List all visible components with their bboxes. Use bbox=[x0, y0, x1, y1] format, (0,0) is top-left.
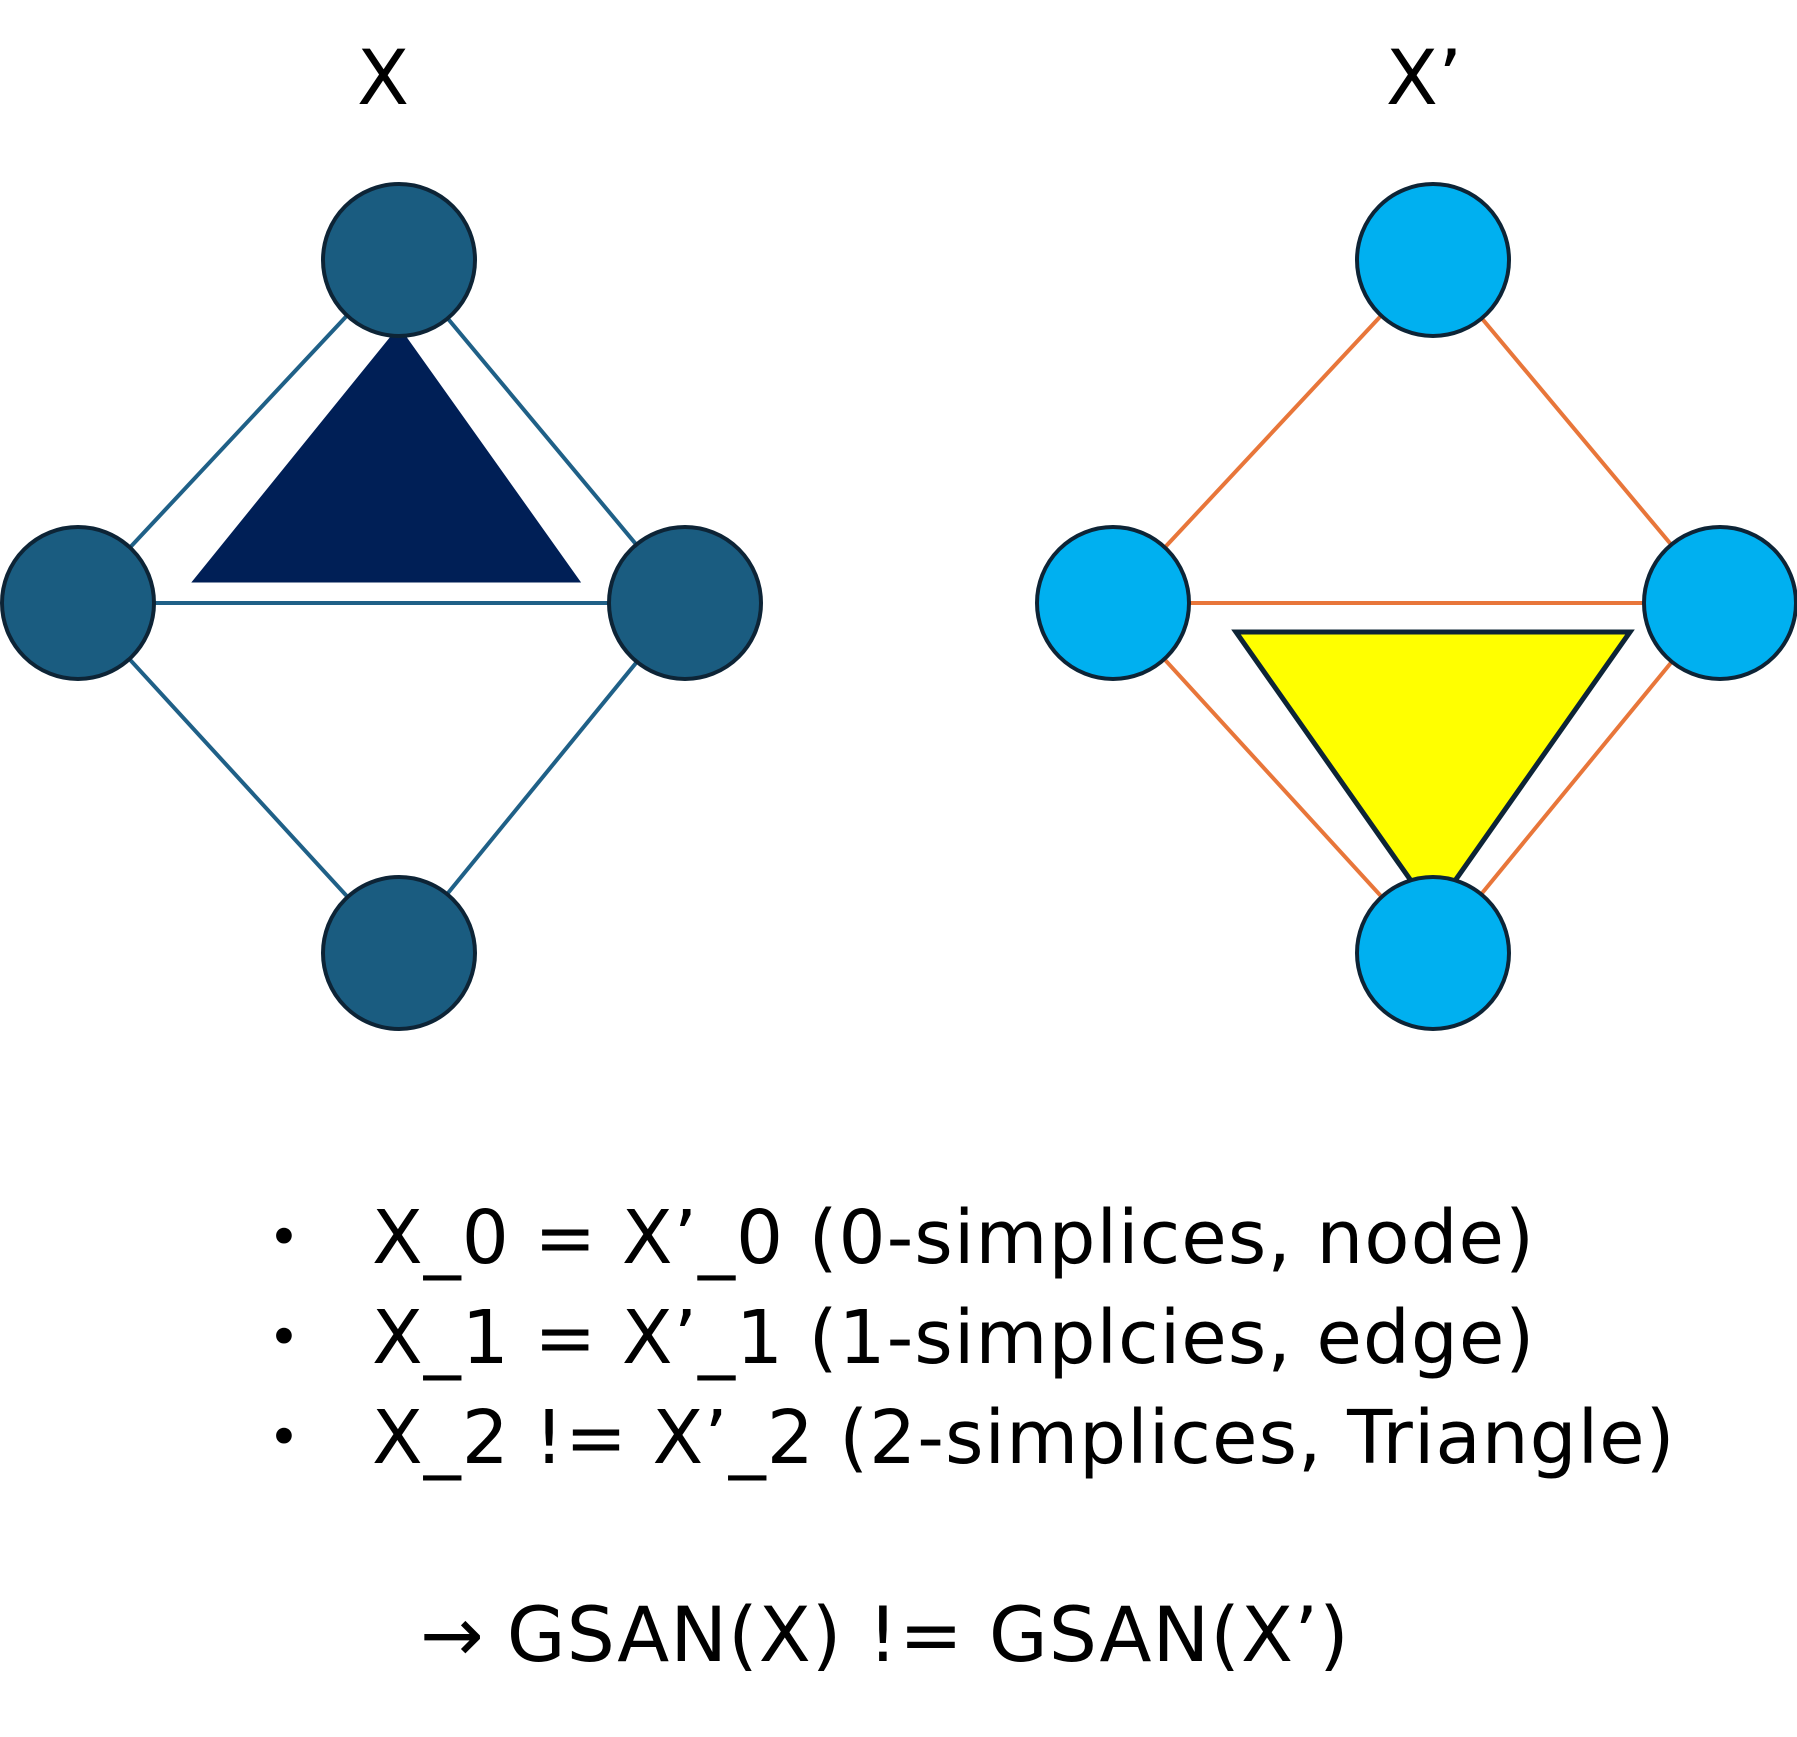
node-x-top bbox=[321, 182, 477, 338]
bullet-icon: • bbox=[268, 1206, 301, 1269]
comparison-item-edges: • X_1 = X’_1 (1-simplcies, edge) bbox=[268, 1288, 1676, 1388]
right-arrow-icon: → bbox=[420, 1590, 485, 1679]
node-xp-bottom bbox=[1355, 875, 1511, 1031]
complex-x: X bbox=[0, 33, 763, 1031]
node-x-right bbox=[607, 525, 763, 681]
conclusion-text: GSAN(X) != GSAN(X’) bbox=[506, 1590, 1350, 1679]
triangle-x-filled bbox=[180, 317, 591, 588]
complex-x-prime-label: X’ bbox=[1386, 33, 1462, 122]
complex-x-label: X bbox=[357, 33, 409, 122]
edge-x-top-left bbox=[76, 258, 401, 605]
complex-x-prime-nodes bbox=[1035, 182, 1797, 1031]
node-x-bottom bbox=[321, 875, 477, 1031]
edge-xp-left-bottom bbox=[1111, 601, 1435, 955]
comparison-text: X_0 = X’_0 (0-simplices, node) bbox=[372, 1195, 1535, 1281]
conclusion-line: →GSAN(X) != GSAN(X’) bbox=[420, 1585, 1350, 1685]
node-x-left bbox=[0, 525, 156, 681]
edge-xp-top-left bbox=[1111, 258, 1435, 605]
comparison-text: X_2 != X’_2 (2-simplices, Triangle) bbox=[372, 1395, 1676, 1481]
comparison-item-nodes: • X_0 = X’_0 (0-simplices, node) bbox=[268, 1188, 1676, 1288]
comparison-item-triangles: • X_2 != X’_2 (2-simplices, Triangle) bbox=[268, 1388, 1676, 1488]
bullet-icon: • bbox=[268, 1406, 301, 1469]
comparison-text: X_1 = X’_1 (1-simplcies, edge) bbox=[372, 1295, 1536, 1381]
bullet-icon: • bbox=[268, 1306, 301, 1369]
complex-x-prime: X’ bbox=[1035, 33, 1797, 1031]
comparison-list: • X_0 = X’_0 (0-simplices, node) • X_1 =… bbox=[268, 1188, 1676, 1488]
node-xp-right bbox=[1642, 525, 1797, 681]
node-xp-top bbox=[1355, 182, 1511, 338]
node-xp-left bbox=[1035, 525, 1191, 681]
edge-x-left-bottom bbox=[76, 601, 401, 955]
triangle-x-prime-filled bbox=[1231, 629, 1635, 917]
complex-x-nodes bbox=[0, 182, 763, 1031]
